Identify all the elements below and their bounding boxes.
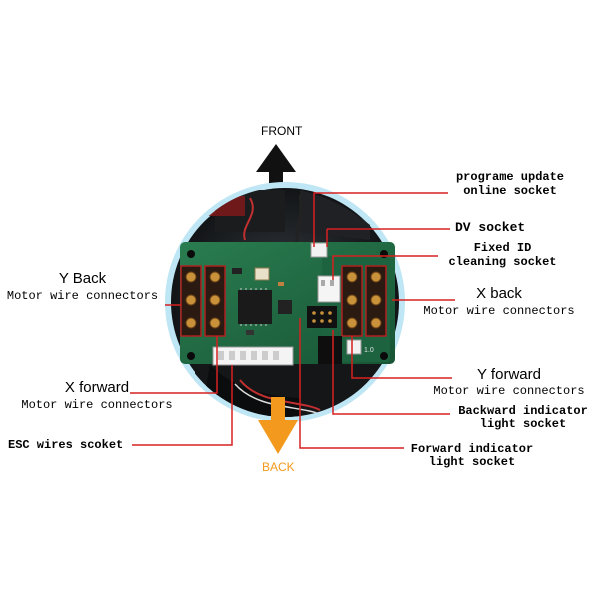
x-forward-connector-block [204, 265, 226, 337]
callout-forward-indicator: Forward indicator light socket [410, 442, 534, 469]
leader-lines [130, 192, 455, 449]
back-arrow [258, 397, 298, 454]
sensor-chip [278, 300, 292, 314]
callout-fixed-id: Fixed ID cleaning socket [448, 241, 557, 269]
smd-component [246, 330, 254, 335]
mount-hole [380, 352, 388, 360]
callout-y-back: Y Back Motor wire connectors [6, 270, 159, 303]
board-marking-text: 1.0 [364, 347, 374, 354]
smd-component [232, 268, 242, 274]
mount-hole [187, 352, 195, 360]
y-forward-connector-block [341, 265, 363, 337]
callout-dv-socket: DV socket [455, 220, 526, 235]
fixed-id-socket-component [317, 275, 341, 303]
dv-socket-component [310, 242, 328, 258]
backward-indicator-socket-component [346, 339, 362, 355]
smd-component [278, 282, 284, 286]
mount-hole [187, 250, 195, 258]
callout-x-forward: X forward Motor wire connectors [21, 379, 173, 412]
front-label: FRONT [261, 124, 303, 138]
crystal-component [254, 267, 270, 281]
mcu-chip [238, 288, 272, 326]
pin-header-component [307, 306, 337, 328]
callout-y-forward: Y forward Motor wire connectors [433, 366, 585, 398]
esc-socket-component [212, 346, 294, 366]
callout-x-back: X back Motor wire connectors [423, 285, 575, 318]
back-label: BACK [262, 460, 295, 474]
forward-indicator-socket-component [318, 336, 342, 364]
mount-hole [380, 250, 388, 258]
callout-backward-indicator: Backward indicator light socket [458, 404, 588, 431]
callout-esc-wires: ESC wires scoket [8, 438, 124, 452]
y-back-connector-block [180, 265, 202, 337]
x-back-connector-block [365, 265, 387, 337]
callout-program-update: programe update online socket [455, 170, 565, 198]
